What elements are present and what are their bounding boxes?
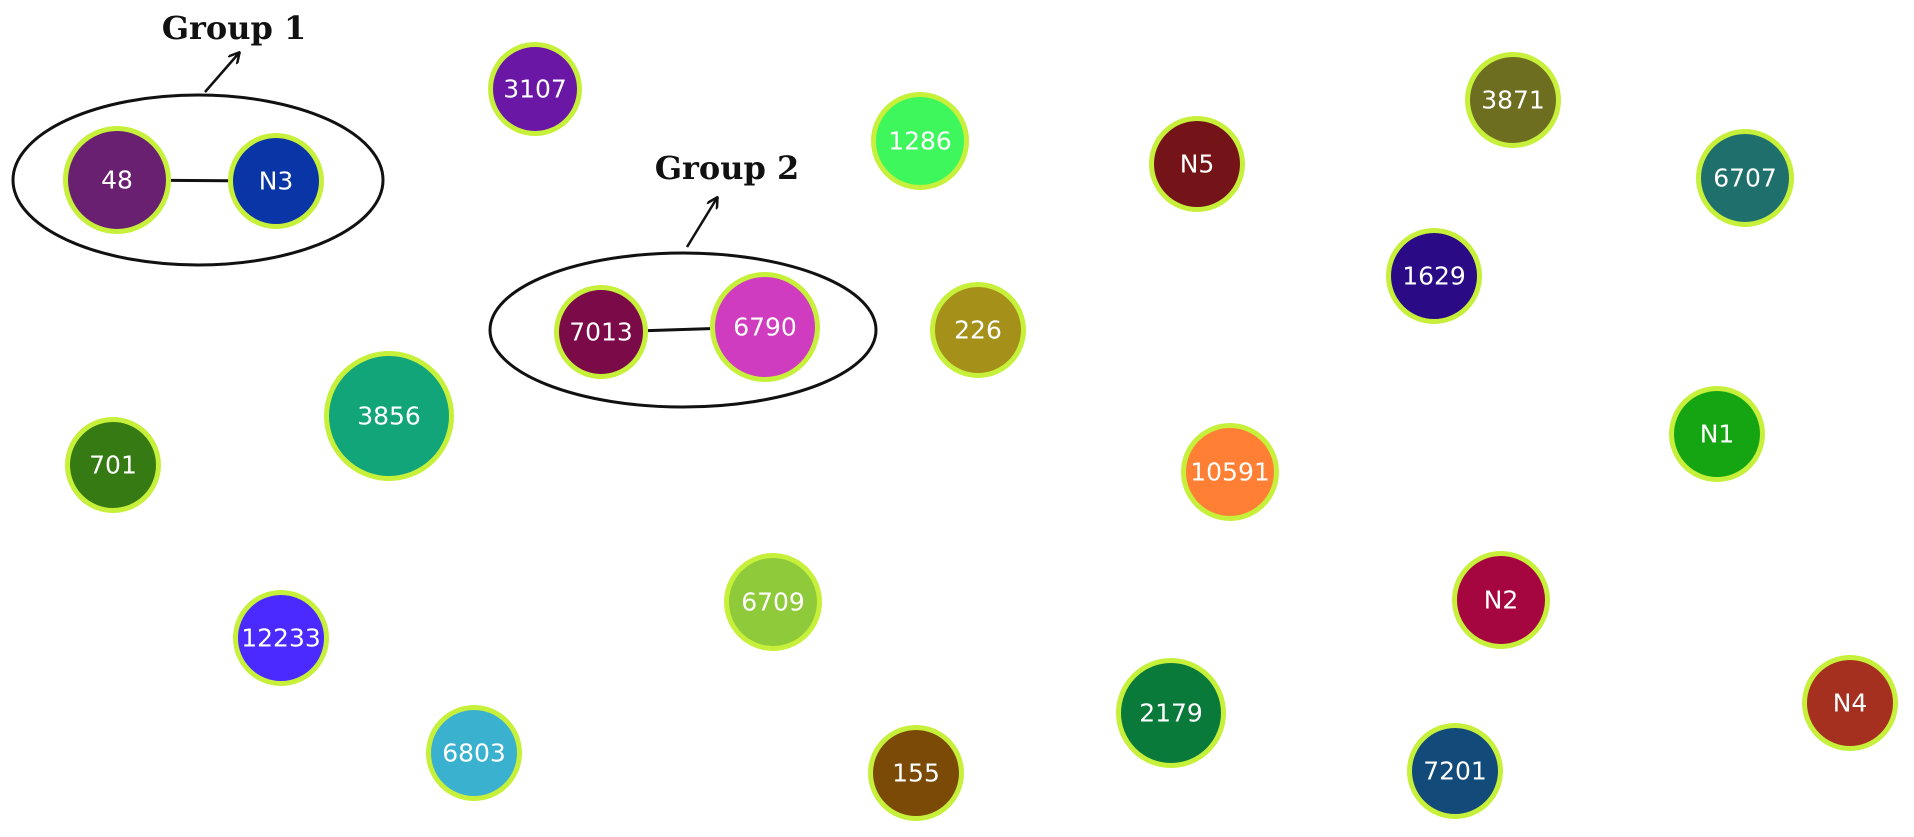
node-circle [930,282,1026,378]
node-12233: 12233 [233,590,329,686]
node-3856: 3856 [324,351,454,481]
group-2-label: Group 2 [655,149,800,187]
node-n5: N5 [1149,116,1245,212]
group-2-arrow [685,198,717,248]
node-label: 2179 [1139,699,1203,728]
node-circle [1465,52,1561,148]
node-label: 6709 [741,588,805,617]
node-226: 226 [930,282,1026,378]
node-6790: 6790 [710,272,820,382]
node-circle [1669,386,1765,482]
node-label: 6790 [733,313,797,342]
node-2179: 2179 [1116,658,1226,768]
node-7201: 7201 [1407,723,1503,819]
node-circle [488,42,582,136]
node-label: 1629 [1402,262,1466,291]
node-circle [724,553,822,651]
node-label: N4 [1833,689,1868,718]
node-label: 6803 [442,739,506,768]
node-6709: 6709 [724,553,822,651]
group-1-ellipse [11,93,385,267]
node-label: 226 [954,316,1002,345]
node-circle [1181,423,1279,521]
node-6707: 6707 [1696,129,1794,227]
node-label: 12233 [241,624,321,653]
node-label: 48 [101,166,133,195]
node-n3: N3 [228,133,324,229]
node-circle [1407,723,1503,819]
node-label: N3 [259,167,294,196]
node-label: 6707 [1713,164,1777,193]
node-circle [871,92,969,190]
node-label: 155 [892,759,940,788]
node-label: 3871 [1481,86,1545,115]
node-circle [1386,228,1482,324]
node-label: N5 [1180,150,1215,179]
node-label: 701 [89,451,137,480]
node-label: N2 [1484,586,1519,615]
node-3871: 3871 [1465,52,1561,148]
node-7013: 7013 [554,285,648,379]
node-1286: 1286 [871,92,969,190]
node-n1: N1 [1669,386,1765,482]
node-155: 155 [868,725,964,821]
node-3107: 3107 [488,42,582,136]
node-circle [65,417,161,513]
node-circle [1149,116,1245,212]
node-circle [1116,658,1226,768]
node-circle [1696,129,1794,227]
node-circle [228,133,324,229]
node-label: 1286 [888,127,952,156]
node-circle [1802,655,1898,751]
group-1-arrow [204,53,239,93]
node-circle [233,590,329,686]
node-label: N1 [1700,420,1735,449]
node-48: 48 [63,126,171,234]
group-1-label: Group 1 [162,9,307,47]
node-label: 10591 [1190,458,1270,487]
node-circle [710,272,820,382]
node-circle [554,285,648,379]
group-2-ellipse [488,251,878,409]
node-circle [1452,551,1550,649]
node-label: 7201 [1423,757,1487,786]
node-circle [324,351,454,481]
node-n4: N4 [1802,655,1898,751]
node-1629: 1629 [1386,228,1482,324]
node-circle [426,705,522,801]
node-label: 3107 [503,75,567,104]
node-701: 701 [65,417,161,513]
node-n2: N2 [1452,551,1550,649]
node-circle [63,126,171,234]
edge-7013-6790 [647,327,711,333]
node-label: 7013 [569,318,633,347]
node-label: 3856 [357,402,421,431]
node-10591: 10591 [1181,423,1279,521]
node-circle [868,725,964,821]
node-6803: 6803 [426,705,522,801]
